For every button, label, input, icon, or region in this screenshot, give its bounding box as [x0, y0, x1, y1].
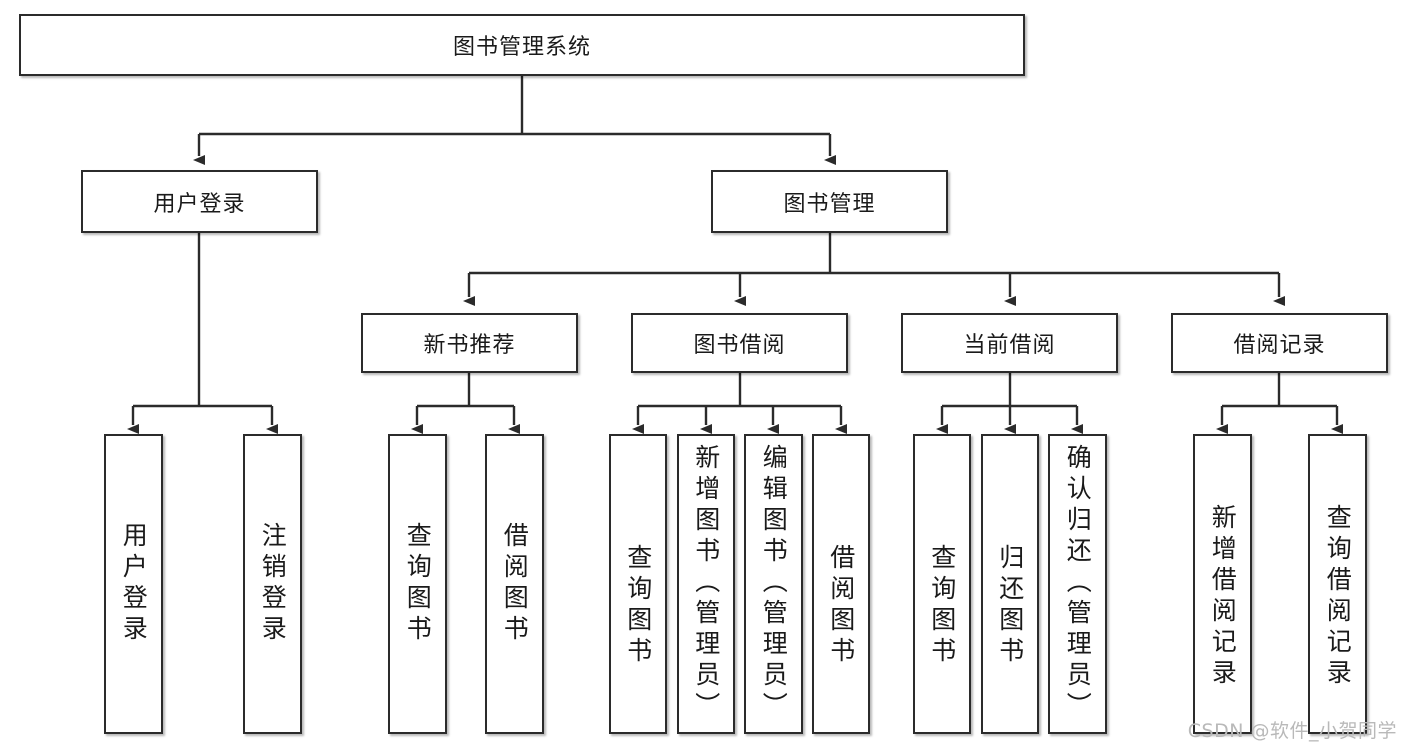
leaf-book-borrow-borrow-book[interactable]: 借阅图书: [812, 434, 870, 734]
node-label: 图书借阅: [693, 333, 786, 358]
leaf-current-borrow-return-book[interactable]: 归还图书: [981, 434, 1039, 734]
leaf-book-borrow-add-book-admin[interactable]: 新增图书（管理员）: [677, 434, 735, 734]
leaf-user-login-logout[interactable]: 注销登录: [243, 434, 302, 734]
node-label: 新增借阅记录: [1208, 504, 1238, 690]
node-current-borrow[interactable]: 当前借阅: [901, 313, 1118, 373]
leaf-borrow-record-query-record[interactable]: 查询借阅记录: [1308, 434, 1367, 734]
node-label: 当前借阅: [963, 333, 1056, 358]
node-label: 查询图书: [623, 544, 653, 668]
node-book-management[interactable]: 图书管理: [711, 170, 948, 233]
node-borrow-record[interactable]: 借阅记录: [1171, 313, 1388, 373]
node-new-book-recommend[interactable]: 新书推荐: [361, 313, 578, 373]
leaf-new-book-query-book[interactable]: 查询图书: [388, 434, 447, 734]
leaf-book-borrow-query-book[interactable]: 查询图书: [609, 434, 667, 734]
node-label: 新书推荐: [423, 333, 516, 358]
leaf-current-borrow-query-book[interactable]: 查询图书: [913, 434, 971, 734]
node-root-book-management-system[interactable]: 图书管理系统: [19, 14, 1025, 76]
node-label: 借阅图书: [500, 522, 530, 646]
leaf-borrow-record-add-record[interactable]: 新增借阅记录: [1193, 434, 1252, 734]
node-label: 归还图书: [995, 544, 1025, 668]
leaf-current-borrow-confirm-return-admin[interactable]: 确认归还（管理员）: [1048, 434, 1107, 734]
node-label: 编辑图书（管理员）: [759, 444, 789, 723]
node-label: 用户登录: [153, 191, 246, 217]
node-label: 查询图书: [927, 544, 957, 668]
watermark-csdn: CSDN @软件_小贺同学: [1187, 720, 1397, 742]
node-label: 查询借阅记录: [1323, 504, 1353, 690]
node-label: 注销登录: [258, 522, 288, 646]
leaf-new-book-borrow-book[interactable]: 借阅图书: [485, 434, 544, 734]
node-user-login[interactable]: 用户登录: [81, 170, 318, 233]
node-label: 借阅图书: [826, 544, 856, 668]
node-label: 确认归还（管理员）: [1063, 444, 1093, 723]
leaf-user-login-login[interactable]: 用户登录: [104, 434, 163, 734]
node-label: 查询图书: [403, 522, 433, 646]
leaf-book-borrow-edit-book-admin[interactable]: 编辑图书（管理员）: [744, 434, 803, 734]
node-label: 用户登录: [119, 522, 149, 646]
node-label: 借阅记录: [1233, 333, 1326, 358]
node-label: 图书管理系统: [452, 35, 591, 60]
node-label: 图书管理: [783, 191, 876, 217]
node-label: 新增图书（管理员）: [691, 444, 721, 723]
node-book-borrow[interactable]: 图书借阅: [631, 313, 848, 373]
